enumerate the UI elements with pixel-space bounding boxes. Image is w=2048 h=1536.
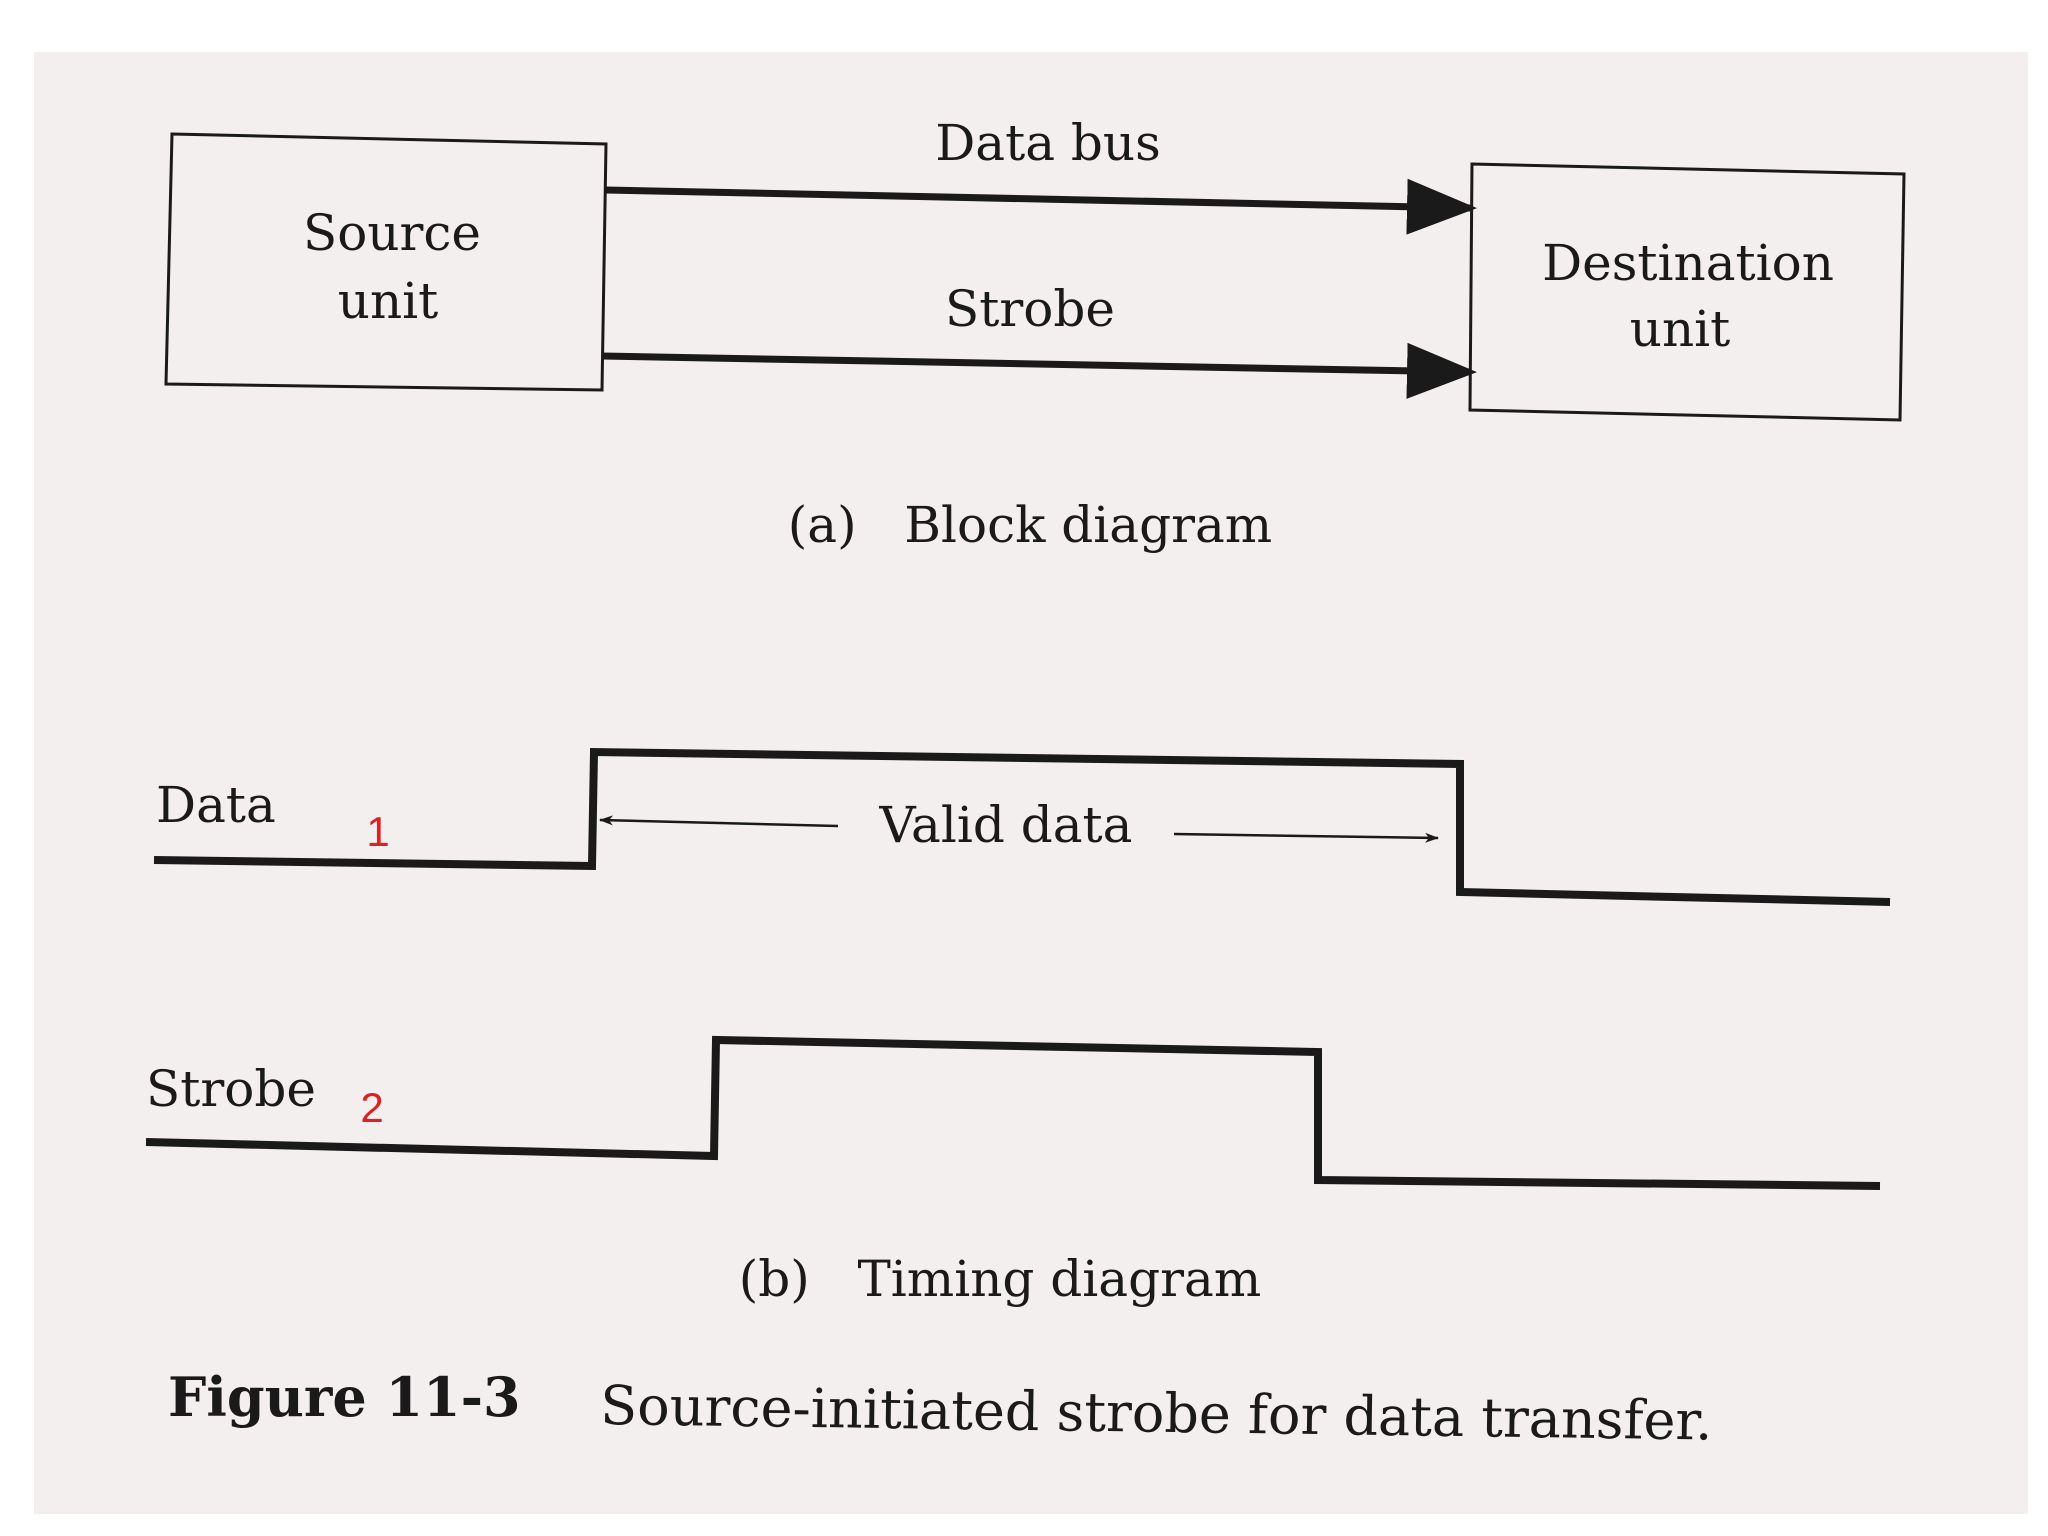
data-waveform bbox=[153, 747, 1891, 906]
figure-caption-text: Source-initiated strobe for data transfe… bbox=[600, 1374, 1713, 1453]
data-bus-arrow bbox=[605, 178, 1477, 235]
scanned-page-background bbox=[34, 52, 2028, 1514]
valid-data-right-arrow bbox=[1173, 832, 1439, 843]
figure-number: Figure 11-3 bbox=[168, 1365, 521, 1429]
source-unit-label-line2: unit bbox=[338, 272, 439, 330]
destination-unit-box: Destination unit bbox=[1468, 162, 1906, 422]
destination-unit-label-line2: unit bbox=[1630, 300, 1731, 358]
block-diagram-caption: (a) Block diagram bbox=[788, 496, 1272, 554]
strobe-block-label: Strobe bbox=[945, 280, 1115, 338]
data-marker-number: 1 bbox=[366, 808, 389, 855]
source-unit-label-line1: Source bbox=[303, 204, 481, 262]
source-unit-box: Source unit bbox=[164, 132, 608, 392]
valid-data-left-arrow bbox=[599, 815, 839, 828]
strobe-marker-number: 2 bbox=[360, 1084, 383, 1131]
figure-caption: Figure 11-3 Source-initiated strobe for … bbox=[168, 1365, 1713, 1453]
timing-diagram: Data Valid data Strobe 1 2 (b) Timing di… bbox=[145, 747, 1891, 1308]
timing-diagram-caption: (b) Timing diagram bbox=[739, 1250, 1262, 1308]
strobe-waveform bbox=[145, 1035, 1881, 1190]
strobe-signal-label: Strobe bbox=[146, 1060, 316, 1118]
valid-data-label: Valid data bbox=[879, 796, 1133, 854]
block-diagram: Source unit Destination unit Data bus St… bbox=[164, 114, 1906, 554]
destination-unit-label-line1: Destination bbox=[1542, 234, 1834, 292]
data-bus-label: Data bus bbox=[935, 114, 1161, 172]
strobe-arrow bbox=[601, 342, 1477, 399]
data-signal-label: Data bbox=[156, 776, 276, 834]
